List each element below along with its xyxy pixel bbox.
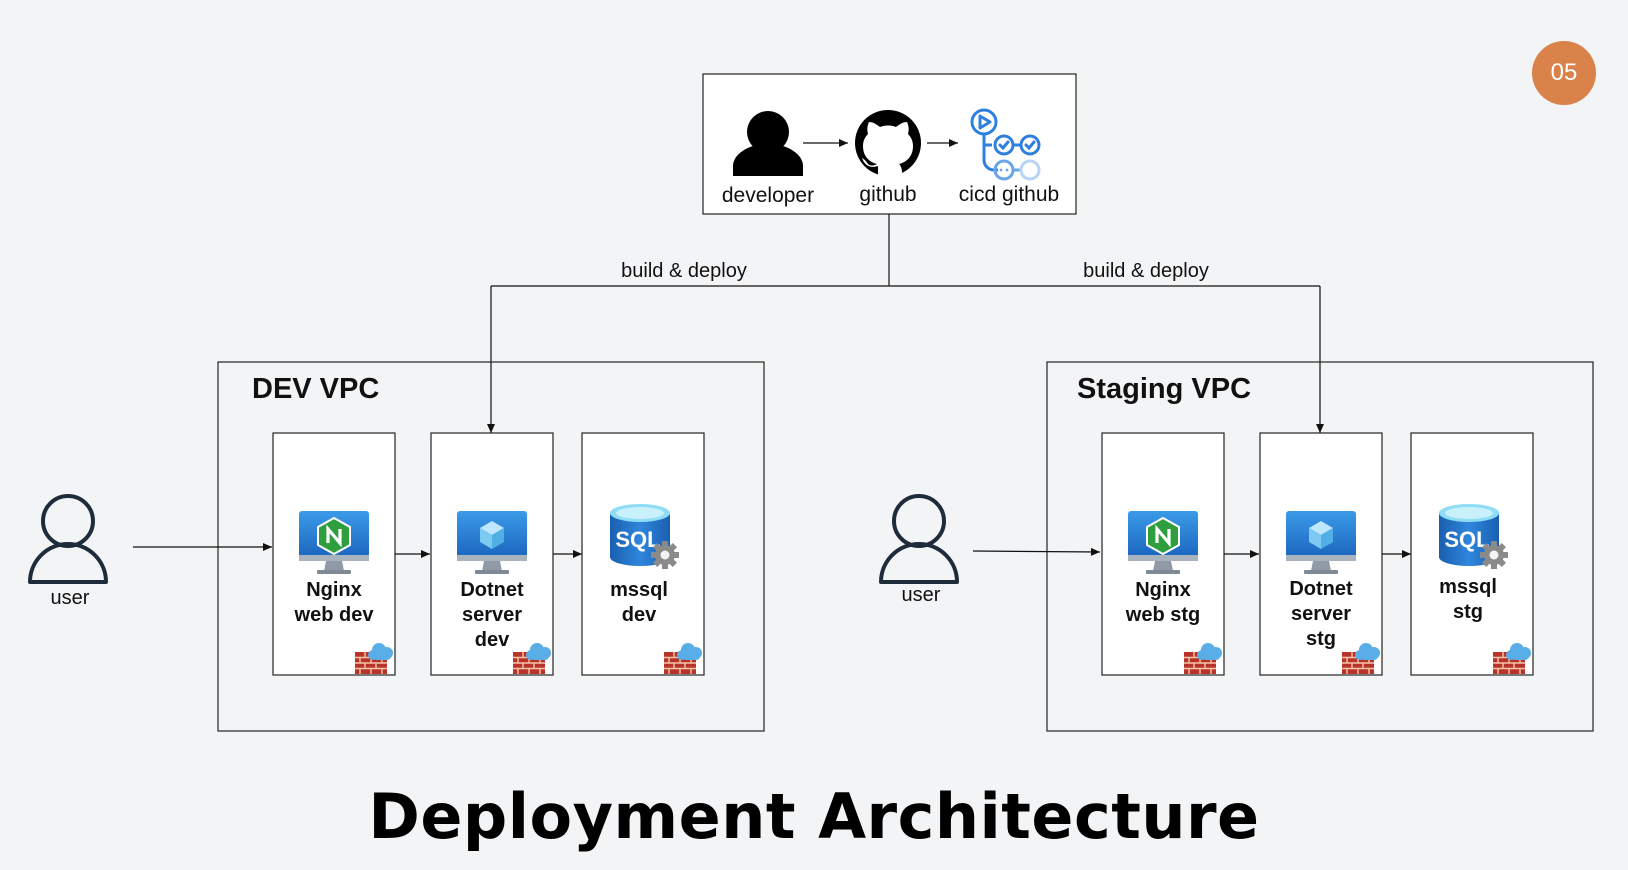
- dev-dotnet-label-2: server: [462, 604, 522, 626]
- dev-vpc-title: DEV VPC: [252, 373, 379, 405]
- stg-mssql-label-2: stg: [1453, 601, 1483, 623]
- sql-database-icon: [1439, 504, 1508, 569]
- stg-dotnet-label-3: stg: [1306, 628, 1336, 650]
- sql-database-icon: [610, 504, 679, 569]
- staging-vpc-title: Staging VPC: [1077, 373, 1251, 405]
- dev-dotnet-label-3: dev: [475, 629, 510, 651]
- stg-user-label: user: [902, 584, 941, 606]
- stg-nginx-node: Nginx web stg: [1101, 432, 1225, 676]
- dev-dotnet-label-1: Dotnet: [460, 579, 524, 601]
- cicd-github-label: cicd github: [959, 183, 1059, 206]
- build-deploy-stg-label: build & deploy: [1083, 260, 1209, 282]
- dev-nginx-node: Nginx web dev: [272, 432, 396, 676]
- developer-icon: [733, 111, 803, 176]
- stg-mssql-label-1: mssql: [1439, 576, 1497, 598]
- build-deploy-connector: [487, 214, 1324, 433]
- dev-nginx-label-2: web dev: [294, 604, 375, 626]
- stg-user-icon: [879, 494, 959, 584]
- build-deploy-dev-label: build & deploy: [621, 260, 747, 282]
- staging-vpc-box: [1046, 361, 1594, 732]
- dev-user-label: user: [51, 587, 90, 609]
- stg-dotnet-label-1: Dotnet: [1289, 578, 1353, 600]
- page-title: Deployment Architecture: [368, 780, 1260, 853]
- github-actions-icon: [970, 108, 1041, 181]
- dev-mssql-node: mssql dev: [581, 432, 705, 676]
- stg-mssql-node: mssql stg: [1410, 432, 1534, 676]
- dev-user-icon: [28, 494, 108, 584]
- github-label: github: [859, 183, 916, 206]
- stg-nginx-label-2: web stg: [1125, 604, 1200, 626]
- dev-user: user: [28, 494, 108, 609]
- github-icon: [855, 110, 921, 176]
- stg-dotnet-label-2: server: [1291, 603, 1351, 625]
- page-number-badge: 05: [1532, 41, 1596, 105]
- dev-nginx-label-1: Nginx: [306, 579, 362, 601]
- stg-dotnet-node: Dotnet server stg: [1259, 432, 1383, 676]
- dev-mssql-label-1: mssql: [610, 579, 668, 601]
- dev-dotnet-node: Dotnet server dev: [430, 432, 554, 676]
- arrow-stg-user-nginx: [972, 547, 1101, 556]
- dev-mssql-label-2: dev: [622, 604, 657, 626]
- stg-user: user: [879, 494, 959, 606]
- stg-nginx-label-1: Nginx: [1135, 579, 1191, 601]
- developer-label: developer: [722, 184, 814, 207]
